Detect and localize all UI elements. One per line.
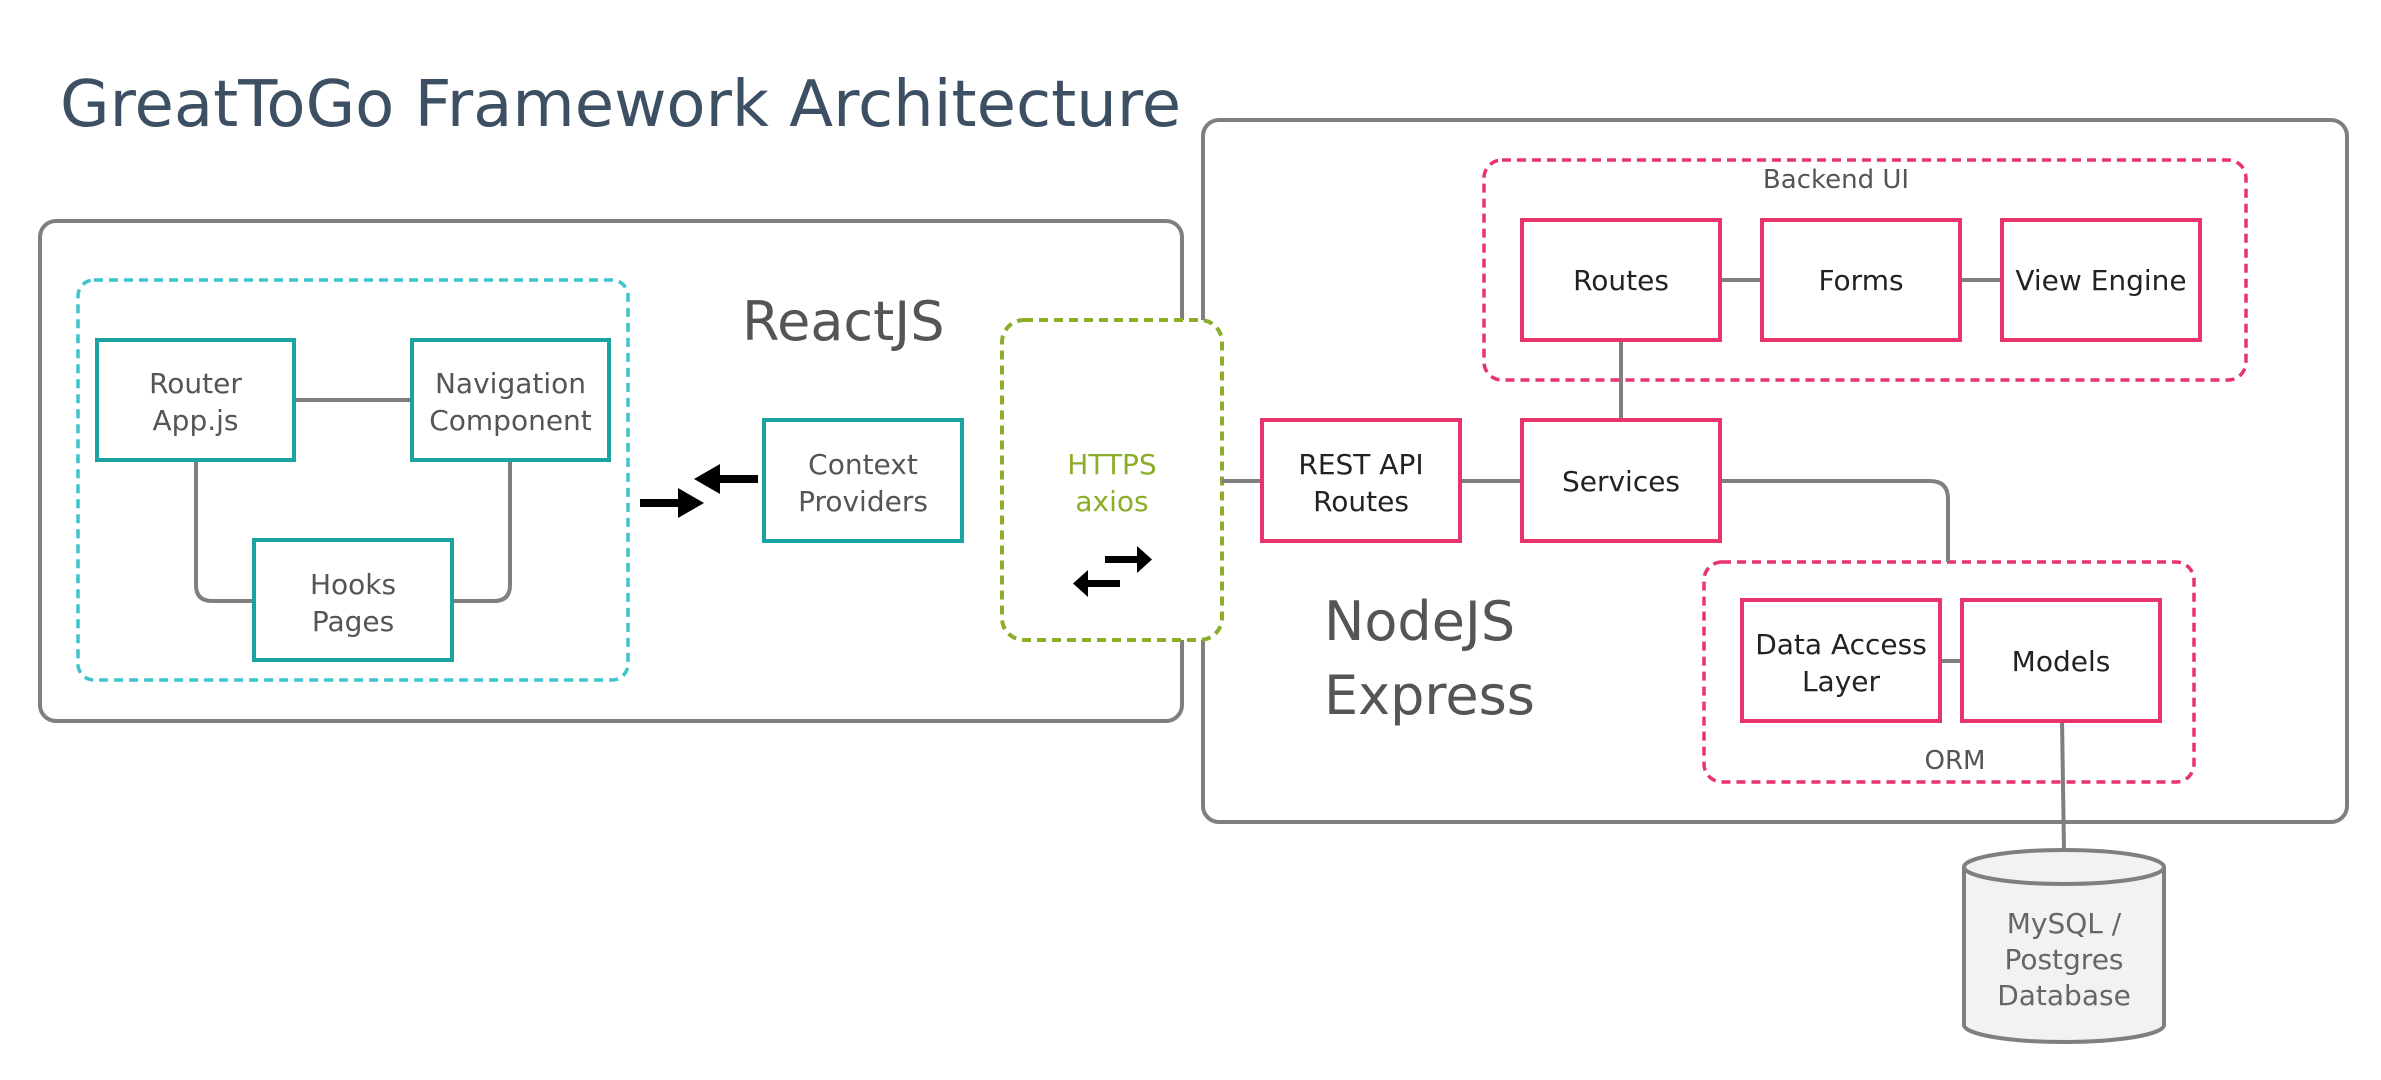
svg-text:Hooks: Hooks <box>310 568 396 601</box>
svg-text:MySQL /: MySQL / <box>2007 907 2122 940</box>
reactjs-label: ReactJS <box>742 290 944 353</box>
svg-text:Context: Context <box>808 448 918 481</box>
react-box-router: Router App.js <box>95 338 296 462</box>
svg-text:REST API: REST API <box>1298 448 1423 481</box>
react-box-context: Context Providers <box>762 418 964 543</box>
react-connectors <box>194 398 512 603</box>
react-box-hooks: Hooks Pages <box>252 538 454 662</box>
svg-text:Routes: Routes <box>1313 485 1409 518</box>
svg-text:View Engine: View Engine <box>2015 264 2186 297</box>
svg-text:Layer: Layer <box>1802 665 1881 698</box>
svg-text:Routes: Routes <box>1573 264 1669 297</box>
node-box-models: Models <box>1960 598 2162 723</box>
svg-text:Component: Component <box>429 404 592 437</box>
node-box-services: Services <box>1520 418 1722 543</box>
node-box-data-access: Data Access Layer <box>1740 598 1942 723</box>
node-connectors <box>1222 278 2066 851</box>
svg-text:Postgres: Postgres <box>2004 943 2123 976</box>
node-box-view-engine: View Engine <box>2000 218 2202 342</box>
react-components-group <box>76 278 630 682</box>
nodejs-label: NodeJS <box>1324 590 1515 653</box>
svg-text:Providers: Providers <box>798 485 928 518</box>
svg-text:Data Access: Data Access <box>1755 628 1927 661</box>
backend-ui-label: Backend UI <box>1763 165 1909 195</box>
svg-text:Database: Database <box>1997 979 2131 1012</box>
svg-text:App.js: App.js <box>153 404 239 437</box>
react-context-arrows-icon <box>640 464 758 518</box>
node-box-routes: Routes <box>1520 218 1722 342</box>
backend-ui-group <box>1482 158 2248 382</box>
svg-text:Pages: Pages <box>312 605 394 638</box>
node-box-rest-api: REST API Routes <box>1260 418 1462 543</box>
express-label: Express <box>1324 664 1535 727</box>
database-cylinder: MySQL / Postgres Database <box>1962 848 2166 1044</box>
svg-text:Models: Models <box>2012 645 2111 678</box>
node-box-forms: Forms <box>1760 218 1962 342</box>
orm-label: ORM <box>1925 746 1986 776</box>
svg-text:Router: Router <box>149 367 242 400</box>
https-label: HTTPS <box>1067 448 1156 481</box>
exchange-arrows-icon <box>1073 546 1152 597</box>
svg-text:Navigation: Navigation <box>435 367 586 400</box>
svg-text:Forms: Forms <box>1818 264 1903 297</box>
react-box-navigation: Navigation Component <box>410 338 611 462</box>
diagram-title: GreatToGo Framework Architecture <box>60 68 1181 142</box>
svg-text:Services: Services <box>1562 465 1680 498</box>
axios-label: axios <box>1075 485 1148 518</box>
